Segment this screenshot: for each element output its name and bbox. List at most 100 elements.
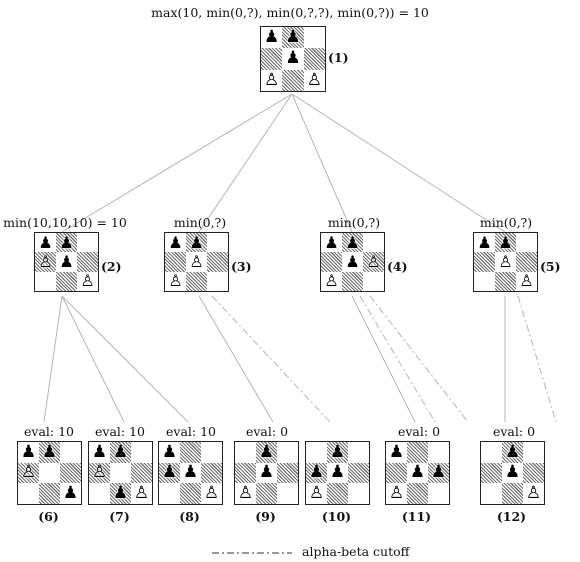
leaf-11-square-r2c1 (386, 462, 407, 484)
node-5-square-r2c2: ♙ (495, 252, 516, 272)
black-pawn-icon: ♟ (285, 27, 301, 48)
leaf-12-square-r2c1 (481, 462, 502, 484)
black-pawn-icon: ♟ (345, 251, 360, 271)
leaf-9-square-r2c2: ♟ (256, 462, 277, 484)
root-square-r1c3 (303, 27, 325, 49)
black-pawn-icon: ♟ (324, 232, 339, 252)
leaf-7-square-r1c3 (131, 442, 152, 463)
node-5-square-r1c1: ♟ (474, 232, 495, 253)
leaf-10-number: (10) (321, 509, 352, 524)
leaf-8-square-r2c2: ♟ (180, 462, 201, 484)
leaf-10-square-r1c1 (306, 442, 327, 463)
node-5-square-r3c1 (474, 271, 495, 291)
root-square-r3c2 (282, 69, 304, 91)
leaf-12-square-r1c3 (523, 442, 544, 463)
node-5-square-r3c3: ♙ (516, 271, 537, 291)
node-4-square-r3c2 (342, 271, 363, 291)
black-pawn-icon: ♟ (168, 232, 183, 252)
white-pawn-icon: ♙ (91, 462, 108, 483)
leaf-11-eval-label: eval: 0 (397, 424, 441, 439)
leaf-9-square-r1c2: ♟ (256, 442, 277, 463)
tree-edge-1-3 (198, 93, 293, 233)
black-pawn-icon: ♟ (258, 441, 275, 462)
leaf-9-number: (9) (255, 509, 276, 524)
node-5-number: (5) (540, 259, 561, 274)
node-3-board: ♟♟♙♙ (164, 232, 229, 292)
node-2-square-r2c1: ♙ (35, 251, 56, 272)
leaf-8-eval-label: eval: 10 (166, 424, 216, 439)
leaf-10-square-r3c3 (348, 483, 369, 504)
white-pawn-icon: ♙ (168, 271, 183, 291)
leaf-8-square-r3c1 (159, 483, 180, 504)
leaf-9-board: ♟♟♙ (234, 441, 299, 505)
black-pawn-icon: ♟ (161, 462, 178, 483)
black-pawn-icon: ♟ (285, 48, 301, 69)
leaf-11-square-r1c3 (428, 442, 449, 463)
black-pawn-icon: ♟ (409, 462, 426, 483)
node-3-square-r1c1: ♟ (165, 232, 186, 253)
node-3-square-r3c3 (207, 271, 228, 291)
node-3-square-r3c2 (186, 271, 207, 291)
black-pawn-icon: ♟ (308, 462, 325, 483)
white-pawn-icon: ♙ (237, 483, 254, 504)
black-pawn-icon: ♟ (112, 483, 129, 504)
node-4-square-r1c3 (363, 233, 384, 253)
tree-edge-3-9 (198, 295, 274, 423)
leaf-11-square-r3c2 (407, 483, 428, 504)
leaf-12-eval-label: eval: 0 (492, 424, 536, 439)
black-pawn-icon: ♟ (38, 232, 53, 252)
white-pawn-icon: ♙ (38, 251, 53, 271)
white-pawn-icon: ♙ (264, 69, 280, 90)
leaf-11-square-r3c3 (428, 483, 449, 504)
white-pawn-icon: ♙ (20, 462, 37, 483)
leaf-9-square-r2c3 (277, 462, 298, 484)
leaf-7-square-r2c3 (131, 462, 152, 484)
black-pawn-icon: ♟ (329, 441, 346, 462)
leaf-9-square-r2c1 (235, 462, 256, 484)
node-4-square-r3c3 (363, 271, 384, 291)
root-square-r2c3 (303, 48, 325, 70)
black-pawn-icon: ♟ (112, 441, 129, 462)
leaf-8-square-r3c2 (180, 483, 201, 504)
cutoff-edge-3-10 (211, 295, 331, 423)
leaf-7-square-r1c2: ♟ (110, 442, 131, 463)
root-square-r1c1: ♟ (261, 27, 283, 49)
leaf-12-square-r1c1 (481, 442, 502, 463)
leaf-10-square-r2c1: ♟ (306, 462, 327, 484)
node-2-board: ♟♟♙♟♙ (34, 232, 99, 292)
node-4-square-r2c3: ♙ (363, 252, 384, 272)
node-5-square-r2c1 (474, 252, 495, 272)
black-pawn-icon: ♟ (59, 251, 74, 271)
node-4-square-r3c1: ♙ (321, 271, 342, 291)
node-2-square-r3c1 (35, 271, 56, 291)
leaf-6-board: ♟♟♙♟ (17, 441, 82, 505)
black-pawn-icon: ♟ (91, 441, 108, 462)
leaf-6-eval-label: eval: 10 (24, 424, 74, 439)
leaf-11-square-r2c3: ♟ (428, 462, 449, 484)
node-5-board: ♟♟♙♙ (473, 232, 538, 292)
black-pawn-icon: ♟ (182, 462, 199, 483)
root-minimax-label: max(10, min(0,?), min(0,?,?), min(0,?)) … (151, 5, 429, 20)
white-pawn-icon: ♙ (519, 271, 534, 291)
node-5-square-r1c2: ♟ (495, 232, 516, 253)
black-pawn-icon: ♟ (477, 232, 492, 252)
black-pawn-icon: ♟ (258, 462, 275, 483)
leaf-9-square-r1c3 (277, 442, 298, 463)
leaf-8-board: ♟♟♟♙ (158, 441, 223, 505)
leaf-10-square-r1c3 (348, 442, 369, 463)
leaf-7-square-r2c2 (110, 462, 131, 484)
leaf-10-square-r2c3 (348, 462, 369, 484)
leaf-6-square-r2c3 (60, 462, 81, 484)
leaf-10-square-r3c1: ♙ (306, 483, 327, 504)
black-pawn-icon: ♟ (161, 441, 178, 462)
leaf-11-square-r1c1: ♟ (386, 442, 407, 463)
leaf-7-number: (7) (109, 509, 130, 524)
node-3-square-r2c3 (207, 252, 228, 272)
leaf-7-square-r3c1 (89, 483, 110, 504)
white-pawn-icon: ♙ (133, 483, 150, 504)
black-pawn-icon: ♟ (498, 232, 513, 252)
black-pawn-icon: ♟ (264, 27, 280, 48)
leaf-12-square-r2c2: ♟ (502, 462, 523, 484)
node-3-minimax-label: min(0,?) (173, 215, 227, 230)
leaf-6-square-r2c1: ♙ (18, 462, 39, 484)
